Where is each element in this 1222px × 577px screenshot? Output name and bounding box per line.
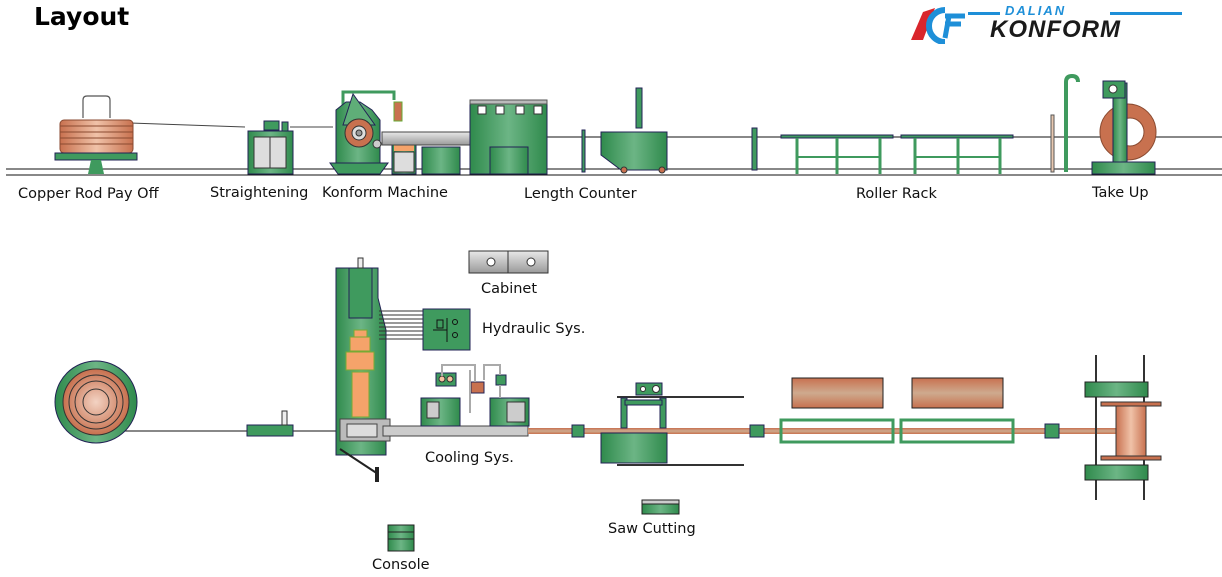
cooling-system-unit <box>382 364 530 437</box>
label-cooling-sys: Cooling Sys. <box>425 450 514 466</box>
label-length-counter: Length Counter <box>524 186 637 202</box>
hydraulic-lines <box>379 310 423 340</box>
label-copper-rod-pay-off: Copper Rod Pay Off <box>18 186 159 202</box>
straightening-top-unit <box>246 410 294 437</box>
label-konform-machine: Konform Machine <box>322 185 448 201</box>
saw-cutting-top-machine <box>571 382 765 466</box>
kf-logo-mark-icon <box>911 7 965 44</box>
konform-side-machine <box>329 90 417 175</box>
label-cabinet: Cabinet <box>481 281 538 297</box>
label-take-up: Take Up <box>1092 185 1149 201</box>
konform-top-machine <box>335 257 391 482</box>
cabinet-unit <box>468 250 549 274</box>
take-up-top-machine <box>1084 355 1162 500</box>
label-hydraulic-sys: Hydraulic Sys. <box>482 321 586 337</box>
logo-dalian-text: DALIAN <box>1005 3 1067 18</box>
cooling-side-machines <box>421 99 548 175</box>
take-up-side-machine <box>1050 73 1157 175</box>
payoff-top-coil <box>54 360 138 444</box>
roller-racks-top <box>779 377 1060 444</box>
payoff-side-machine <box>54 95 138 174</box>
console-unit <box>387 524 415 552</box>
hydraulic-system-unit <box>422 308 471 351</box>
logo-konform-text: KONFORM <box>990 16 1121 43</box>
label-saw-cutting: Saw Cutting <box>608 521 696 537</box>
label-console: Console <box>372 557 430 573</box>
saw-control-box <box>641 499 680 515</box>
label-straightening: Straightening <box>210 185 309 201</box>
roller-rack-side-machine <box>751 127 1014 174</box>
page-title: Layout <box>34 2 130 31</box>
top-view <box>54 250 1162 552</box>
label-roller-rack: Roller Rack <box>856 186 937 202</box>
copper-rod-line <box>528 428 1118 434</box>
straightening-side-machine <box>247 120 294 175</box>
side-view <box>6 73 1222 176</box>
konform-logo: DALIAN KONFORM <box>905 3 1185 44</box>
length-counter-side-machine <box>581 87 668 174</box>
